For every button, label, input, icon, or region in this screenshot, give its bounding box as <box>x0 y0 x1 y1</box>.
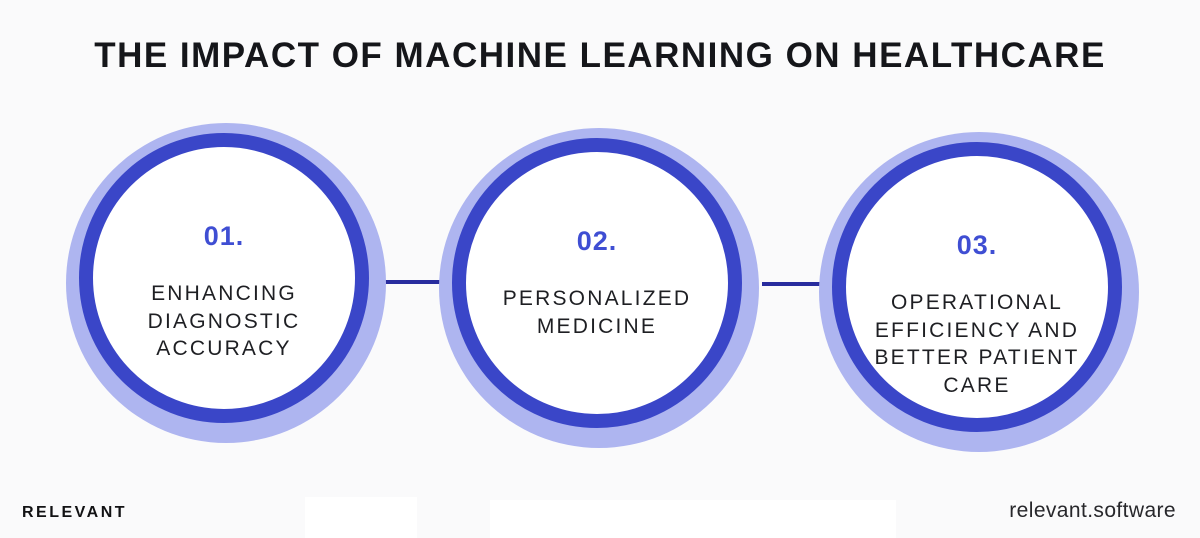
step-circle-3: 03. OPERATIONAL EFFICIENCY AND BETTER PATI… <box>832 142 1122 432</box>
step-label-line: BETTER PATIENT <box>874 346 1080 369</box>
connector-line-2 <box>762 282 828 286</box>
website-text: relevant.software <box>1009 499 1176 522</box>
step-label-line: EFFICIENCY AND <box>874 318 1080 342</box>
step-label-line: PERSONALIZED <box>502 287 692 310</box>
step-label-line: OPERATIONAL <box>890 291 1063 314</box>
faint-background-box <box>490 500 896 538</box>
page-title: THE IMPACT OF MACHINE LEARNING ON HEALTH… <box>94 36 1106 75</box>
step-label-line: ACCURACY <box>156 337 292 360</box>
step-label-3: OPERATIONAL EFFICIENCY AND BETTER PATIENT C… <box>874 289 1079 399</box>
brand-logo: RELEVANT <box>22 504 128 521</box>
step-label-2: PERSONALIZED MEDICINE <box>503 285 692 340</box>
step-label-line: ENHANCING <box>151 282 297 305</box>
step-circle-2: 02. PERSONALIZED MEDICINE <box>452 138 742 428</box>
step-label-line: DIAGNOSTIC <box>147 309 301 333</box>
step-label-line: MEDICINE <box>536 314 658 338</box>
step-number-2: 02. <box>576 226 618 256</box>
connector-line-1 <box>384 280 452 284</box>
step-label-line: CARE <box>943 373 1011 397</box>
step-circle-1: 01. ENHANCING DIAGNOSTIC ACCURACY <box>79 133 369 423</box>
step-label-1: ENHANCING DIAGNOSTIC ACCURACY <box>148 280 301 363</box>
step-number-3: 03. <box>956 230 998 260</box>
faint-background-box <box>305 497 417 538</box>
step-number-1: 01. <box>203 221 245 251</box>
